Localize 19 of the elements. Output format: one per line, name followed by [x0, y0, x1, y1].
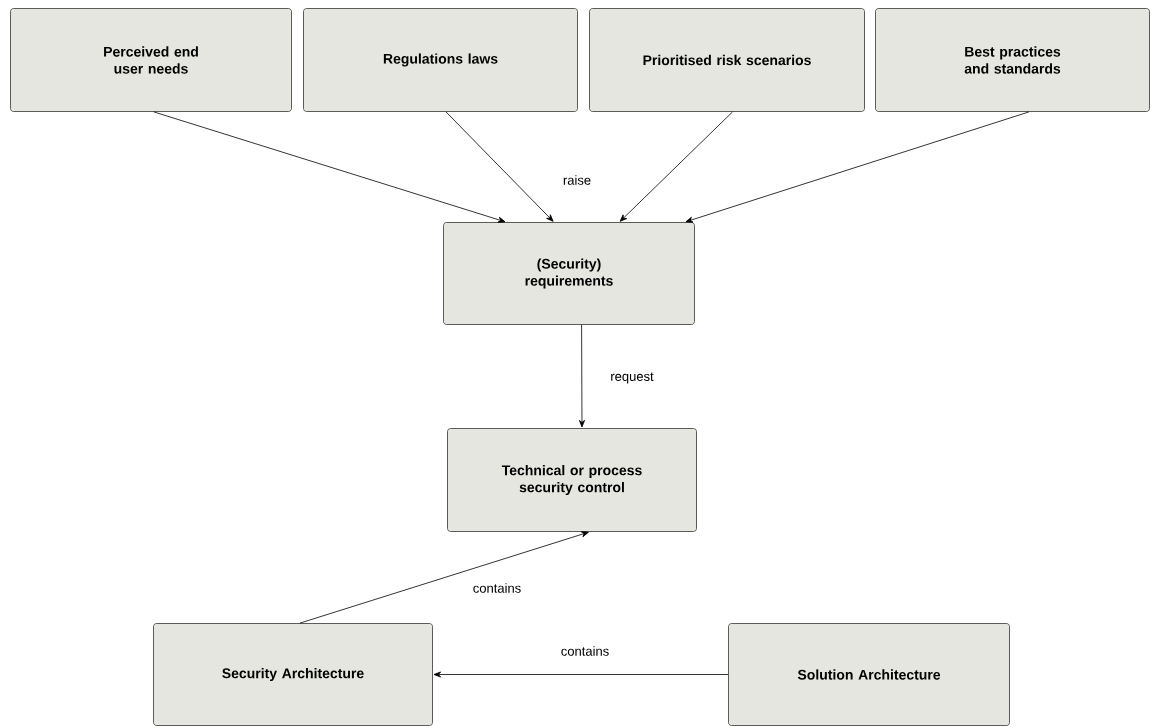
process-box: (Security) requirements — [443, 222, 695, 325]
process-box: Regulations laws — [303, 8, 578, 112]
arrow — [578, 324, 585, 428]
process-box: Best practices and standards — [875, 8, 1150, 112]
process-box: Security Architecture — [153, 623, 433, 726]
edge-label: raise — [561, 173, 593, 187]
arrow — [619, 111, 733, 222]
edge-label: contains — [471, 581, 523, 595]
process-box: Technical or process security control — [447, 428, 697, 532]
edge-label: request — [608, 370, 656, 386]
arrow — [299, 531, 589, 624]
process-box: Prioritised risk scenarios — [589, 8, 865, 112]
edge-label: contains — [559, 644, 611, 658]
process-box: Solution Architecture — [728, 623, 1010, 726]
process-box: Perceived end user needs — [10, 8, 292, 112]
arrow — [153, 111, 506, 223]
arrow — [445, 111, 554, 222]
arrow — [433, 671, 729, 678]
arrow — [685, 111, 1030, 223]
